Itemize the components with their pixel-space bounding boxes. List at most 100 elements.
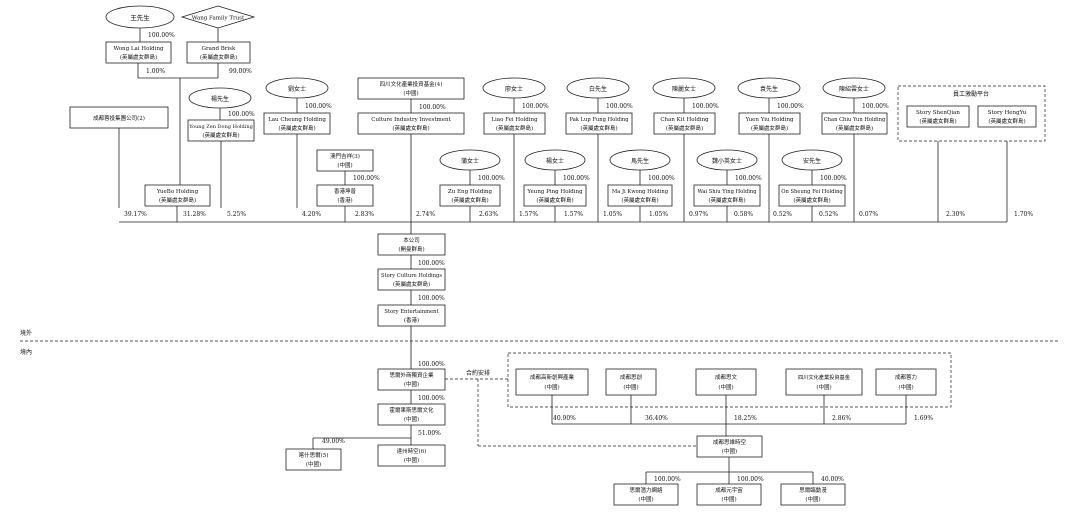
sub-donghua: (中國) [805,495,820,503]
holder-label-pu: 蒲女士 [461,157,479,165]
pct-liao: 100.00% [522,103,549,110]
pct-c45: 100.00% [418,395,445,402]
pct-v8: 100.00% [737,476,764,483]
label-story-culture: Story Culture Holdings [381,273,442,279]
box-company [377,233,446,256]
label-hk-kunpu: 香港坤普 [334,187,357,195]
label-vie-siwen: 成都思文 [715,373,738,381]
sub-macau: (中國) [337,161,352,169]
share-pct: 1.57% [564,211,583,218]
sub-company: (開曼群島) [398,245,424,253]
box-kashgar [285,448,342,471]
label-lau-cheung: Lau Cheung Holding [268,117,326,123]
box-chan-chiu [821,112,888,135]
share-pct: 0.97% [689,211,708,218]
share-pct: 5.25% [227,211,246,218]
box-vie-gaoxin [515,368,589,396]
sub-young-zen: (英屬處女群島) [202,131,239,139]
label-dazhou: 達州時空(6) [397,447,427,455]
holder-label-an: 安先生 [803,157,821,165]
label-chengdu-rongtou: 成都蓉投集團公司(2) [93,114,145,122]
vie-pct: 18.25% [734,415,757,422]
holder-label-wei: 魏小英女士 [712,157,742,165]
pct-yang: 100.00% [228,111,255,118]
label-macau: 澳門吉祥(3) [330,152,360,160]
sub-siwei-shikong: (中國) [722,447,737,455]
box-chan-kit [653,112,716,135]
holder-label-liu: 劉女士 [288,85,306,93]
sub-story-hengyu: (英屬處女群島) [988,117,1025,125]
share-pct: 2.63% [479,211,498,218]
pct-c57: 51.00% [418,430,441,437]
box-liao-fei [483,112,546,135]
vie-pct: 1.69% [914,415,933,422]
pct-bai: 100.00% [606,103,633,110]
label-story-hengyu: Story HengYu [988,110,1027,116]
sub-hk-kunpu: (香港) [337,196,352,204]
label-donghua: 思爾臨動漫 [799,486,827,494]
share-pct: 0.52% [773,211,792,218]
box-story-hengyu [977,105,1037,128]
share-pct: 0.07% [859,211,878,218]
holder-label-yuan: 袁先生 [760,85,778,93]
pct-chenli: 100.00% [692,103,719,110]
sub-story-culture: (英屬處女群島) [393,280,430,288]
pct-gb: 99.00% [229,68,252,75]
box-yuanyuzhou [696,483,762,506]
sub-sichuan-fund: (中國) [403,89,418,97]
pct-wei: 100.00% [735,175,762,182]
vie-pct: 2.86% [832,415,851,422]
sub-grand-brisk: (英屬處女群島) [200,53,237,61]
label-wai-shiu: Wai Shiu Ying Holding [697,189,757,195]
sub-wai-shiu: (英屬處女群島) [708,196,745,204]
pct-c56: 49.00% [322,438,345,445]
holder-label-bai: 白先生 [589,85,607,93]
share-pct: 1.05% [649,211,668,218]
holder-label-liao: 廖女士 [505,85,523,93]
pct-fund: 100.00% [419,104,446,111]
sub-liao-fei: (英屬處女群島) [496,124,533,132]
box-vie-sichuang [605,368,657,396]
share-pct: 0.58% [734,211,753,218]
share-pct: 1.57% [519,211,538,218]
vie-pct: 40.90% [553,415,576,422]
label-story-entertainment: Story Entertainment [384,309,439,315]
sub-ma-ji: (英屬處女群島) [621,196,658,204]
pct-chenshao: 100.00% [862,103,889,110]
holder-label-yang: 楊先生 [211,95,229,103]
sub-lau-cheung: (英屬處女群島) [278,124,315,132]
label-on-sheung: On Sheung Fei Holding [781,189,843,195]
sub-pak-lup: (英屬處女群島) [580,124,617,132]
share-pct: 2.83% [355,211,374,218]
sub-zu-eng: (英屬處女群島) [451,196,488,204]
sub-qianli: (中國) [638,495,653,503]
holder-label-wang: 王先生 [130,13,150,22]
label-vie-fund: 四川文化產業投資基金 [798,373,851,381]
sub-horgos: (中國) [404,415,419,423]
vie-pct: 36.40% [645,415,668,422]
holder-label-yangf: 楊女士 [546,157,564,165]
box-grand-brisk [186,41,251,64]
box-horgos [377,403,446,426]
box-donghua [780,483,846,506]
sub-wfoe: (中國) [404,380,419,388]
sub-chan-chiu: (英屬處女群島) [836,124,873,132]
share-pct: 2.74% [416,211,435,218]
sub-story-shenqian: (英屬處女群島) [919,117,956,125]
share-pct: 4.20% [302,211,321,218]
label-sichuan-fund: 四川文化產業投資基金(4) [380,80,443,88]
label-chan-chiu: Chan Chiu Yun Holding [824,117,886,123]
label-yuanyuzhou: 成都元宇宙 [715,486,743,494]
employee-platform-title: 員工激勵平台 [953,90,989,98]
box-dazhou [377,444,446,467]
pct-c23: 100.00% [418,295,445,302]
vie-frame [507,352,952,408]
label-kashgar: 喀什思爾(5) [299,451,329,459]
label-liao-fei: Liao Fei Holding [491,117,538,123]
pct-macau: 100.00% [353,175,380,182]
box-qianli [613,483,679,506]
label-yeung-ping: Yeung Ping Holding [526,189,583,195]
box-story-entertainment [377,304,446,327]
box-wfoe [377,368,446,391]
sub-wong-lai: (英屬處女群島) [120,53,157,61]
